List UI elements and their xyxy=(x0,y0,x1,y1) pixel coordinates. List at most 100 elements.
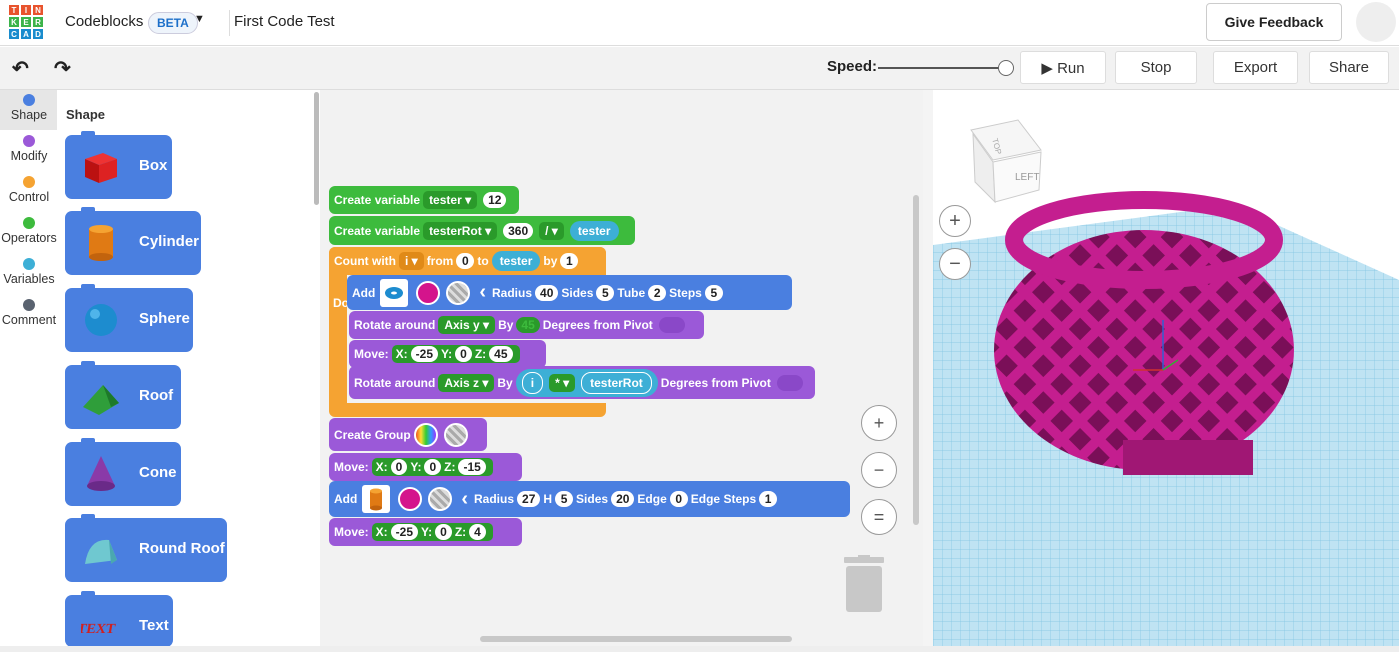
radius-input[interactable]: 40 xyxy=(535,284,559,301)
rotate-around-z-block[interactable]: Rotate around Axis z ▾ By i * ▾ testerRo… xyxy=(349,366,815,399)
y-input[interactable]: 0 xyxy=(435,524,452,540)
palette-block-sphere[interactable]: Sphere xyxy=(65,284,193,352)
category-modify[interactable]: Modify xyxy=(0,135,58,163)
variable-reporter-testerrot[interactable]: testerRot xyxy=(581,371,652,394)
y-input[interactable]: 0 xyxy=(424,459,442,475)
viewer-zoom-out-button[interactable]: − xyxy=(939,248,971,280)
chevron-down-icon[interactable]: ▼ xyxy=(194,13,205,25)
category-variables[interactable]: Variables xyxy=(0,258,58,286)
zoom-in-button[interactable]: + xyxy=(861,405,897,441)
palette-block-cylinder[interactable]: Cylinder xyxy=(65,207,201,275)
add-cylinder-block[interactable]: Add ‹ Radius 27 H 5 Sides 20 Edge 0 Edge… xyxy=(329,481,850,517)
hole-toggle[interactable] xyxy=(443,422,468,447)
palette-block-cone[interactable]: Cone xyxy=(65,438,181,506)
value-input[interactable]: 12 xyxy=(483,192,507,208)
category-comment[interactable]: Comment xyxy=(0,299,58,327)
x-input[interactable]: -25 xyxy=(390,524,419,540)
collapse-chevron-icon[interactable]: ‹ xyxy=(461,487,468,510)
trash-icon[interactable] xyxy=(843,555,885,613)
variable-reporter[interactable]: tester xyxy=(569,220,619,241)
rotate-around-y-block[interactable]: Rotate around Axis y ▾ By 45 Degrees fro… xyxy=(349,311,704,339)
run-button[interactable]: ▶ Run xyxy=(1020,51,1106,84)
undo-icon[interactable]: ↶ xyxy=(12,58,29,80)
variable-dropdown[interactable]: tester ▾ xyxy=(423,191,478,209)
x-input[interactable]: -25 xyxy=(410,346,439,362)
variable-reporter-i[interactable]: i xyxy=(521,371,544,394)
workspace-vertical-scrollbar[interactable] xyxy=(913,195,919,525)
value-input[interactable]: 360 xyxy=(503,222,534,239)
hole-toggle[interactable] xyxy=(428,487,453,511)
top-bar xyxy=(0,0,1399,46)
category-shape[interactable]: Shape xyxy=(0,94,58,122)
z-input[interactable]: -15 xyxy=(458,459,486,475)
redo-icon[interactable]: ↷ xyxy=(54,58,71,80)
create-group-block[interactable]: Create Group xyxy=(329,418,487,451)
operator-dropdown[interactable]: / ▾ xyxy=(539,221,564,240)
hole-toggle[interactable] xyxy=(446,280,471,305)
category-label: Operators xyxy=(1,231,57,245)
viewer-zoom-in-button[interactable]: + xyxy=(939,205,971,237)
degrees-input[interactable]: 45 xyxy=(516,317,540,333)
palette-block-box[interactable]: Box xyxy=(65,131,172,199)
steps-input[interactable]: 5 xyxy=(704,284,723,301)
category-operators[interactable]: Operators xyxy=(0,217,58,245)
axis-dropdown[interactable]: Axis y ▾ xyxy=(438,316,496,334)
torus-icon[interactable] xyxy=(380,278,409,307)
loop-var-dropdown[interactable]: i ▾ xyxy=(398,252,424,270)
tube-input[interactable]: 2 xyxy=(648,284,667,301)
y-input[interactable]: 0 xyxy=(455,346,472,362)
x-input[interactable]: 0 xyxy=(390,459,408,475)
avatar[interactable] xyxy=(1356,2,1396,42)
multiply-expression[interactable]: i * ▾ testerRot xyxy=(515,368,658,397)
workspace-horizontal-scrollbar[interactable] xyxy=(480,636,792,642)
palette-scrollbar[interactable] xyxy=(314,92,319,205)
axis-dropdown[interactable]: Axis z ▾ xyxy=(438,373,495,392)
give-feedback-button[interactable]: Give Feedback xyxy=(1206,3,1342,41)
zoom-reset-button[interactable]: = xyxy=(861,499,897,535)
speed-slider-track[interactable] xyxy=(878,67,1006,69)
palette-block-round-roof[interactable]: Round Roof xyxy=(65,514,227,582)
share-button[interactable]: Share xyxy=(1309,51,1389,84)
bottom-bar xyxy=(0,646,1399,652)
palette-block-roof[interactable]: Roof xyxy=(65,361,181,429)
color-swatch[interactable] xyxy=(398,487,423,511)
operator-dropdown[interactable]: * ▾ xyxy=(549,373,576,392)
color-swatch[interactable] xyxy=(416,280,441,305)
radius-input[interactable]: 27 xyxy=(517,491,541,507)
view-cube[interactable]: LEFT TOP xyxy=(963,110,1045,210)
create-variable-tester-block[interactable]: Create variable tester ▾ 12 xyxy=(329,186,519,214)
sides-input[interactable]: 5 xyxy=(596,284,615,301)
z-input[interactable]: 45 xyxy=(489,346,513,362)
add-torus-block[interactable]: Add ‹ Radius 40 Sides 5 Tube 2 Steps 5 xyxy=(347,275,792,310)
loop-to-reporter[interactable]: tester xyxy=(491,251,541,271)
zoom-out-button[interactable]: − xyxy=(861,452,897,488)
multicolor-swatch[interactable] xyxy=(413,422,438,447)
loop-from-input[interactable]: 0 xyxy=(456,253,475,269)
document-title[interactable]: First Code Test xyxy=(234,13,335,30)
create-variable-testerrot-block[interactable]: Create variable testerRot ▾ 360 / ▾ test… xyxy=(329,216,635,245)
panel-resize-handle[interactable] xyxy=(923,90,933,652)
export-button[interactable]: Export xyxy=(1213,51,1298,84)
cylinder-icon[interactable] xyxy=(362,485,391,513)
variable-dropdown[interactable]: testerRot ▾ xyxy=(423,221,498,240)
collapse-chevron-icon[interactable]: ‹ xyxy=(479,281,486,303)
3d-viewer[interactable]: LEFT TOP + − xyxy=(933,90,1399,652)
sides-input[interactable]: 20 xyxy=(611,491,635,507)
pivot-toggle[interactable] xyxy=(658,317,685,333)
z-input[interactable]: 4 xyxy=(469,524,486,540)
edge-steps-input[interactable]: 1 xyxy=(759,491,778,507)
loop-by-input[interactable]: 1 xyxy=(560,253,579,269)
speed-slider-handle[interactable] xyxy=(998,60,1014,76)
category-dot-icon xyxy=(23,299,35,311)
edge-input[interactable]: 0 xyxy=(669,491,688,507)
category-control[interactable]: Control xyxy=(0,176,58,204)
pivot-toggle[interactable] xyxy=(776,374,803,391)
stop-button[interactable]: Stop xyxy=(1115,51,1197,84)
height-input[interactable]: 5 xyxy=(555,491,574,507)
logo-tile: C xyxy=(9,29,19,39)
